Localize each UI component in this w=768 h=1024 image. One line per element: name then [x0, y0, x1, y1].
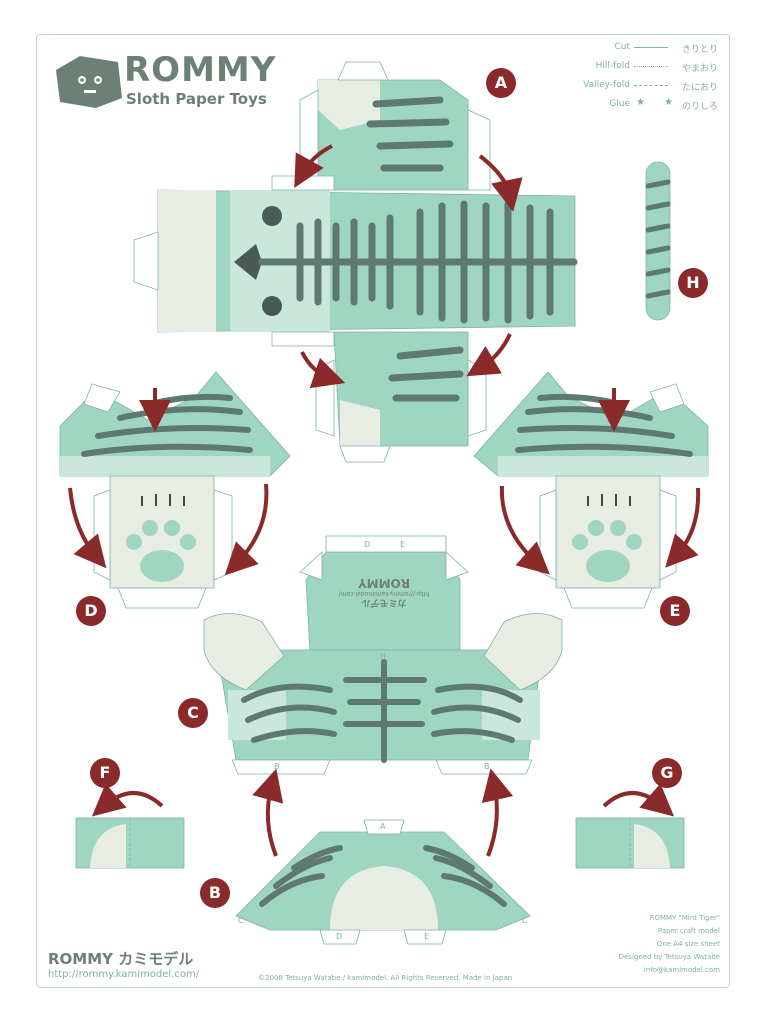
fold-legend: Cut きりとり Hill-fold やまおり Valley-fold たにおり… — [560, 42, 726, 118]
fold-arrows-d — [68, 388, 269, 576]
tab-letter-h1: H — [380, 652, 387, 661]
part-c-print-url: http://rommy.kamimodel.com/ — [338, 590, 430, 597]
fold-arrows-a — [294, 144, 523, 389]
part-e-arm — [473, 371, 709, 609]
part-f-ear — [75, 817, 185, 869]
tab-letter-d1: D — [336, 932, 343, 941]
part-label-a: A — [486, 68, 516, 98]
credit-line: info@kamimodel.com — [643, 966, 720, 974]
credit-line: Paper craft model — [657, 927, 720, 935]
sloth-logo-icon — [52, 52, 124, 110]
part-label-h: H — [678, 268, 708, 298]
legend-cut-jp: きりとり — [682, 45, 719, 55]
credits-block: ROMMY "Mint Tiger" Paper craft model One… — [560, 912, 720, 977]
part-label-g: G — [652, 758, 682, 788]
legend-glue-jp: のりしろ — [682, 102, 719, 112]
legend-hill-label: Hill-fold — [595, 61, 630, 71]
tab-letter-a1: A — [380, 822, 386, 831]
tab-letter-d2: D — [364, 540, 371, 549]
part-label-f: F — [90, 758, 120, 788]
fold-arrows-b — [252, 768, 514, 857]
fold-arrow-g — [602, 783, 675, 817]
part-label-d: D — [76, 596, 106, 626]
legend-hill-fold: Hill-fold やまおり — [560, 61, 726, 80]
dotted-line-icon — [634, 66, 668, 67]
part-d-arm — [59, 371, 291, 609]
brand-subtitle: Sloth Paper Toys — [126, 90, 267, 108]
part-g-ear — [575, 817, 685, 869]
part-c-print: カミモデル http://rommy.kamimodel.com/ ROMMY — [318, 576, 450, 610]
part-a-body — [133, 61, 578, 463]
fold-arrows-e — [499, 388, 701, 575]
legend-glue: Glue ★ ★ のりしろ — [560, 97, 726, 118]
footer-brand: ROMMY カミモデル — [48, 950, 194, 968]
part-label-b: B — [200, 878, 230, 908]
fold-arrow-f — [91, 783, 164, 817]
brand-title: ROMMY — [124, 50, 277, 90]
footer-url: http://rommy.kamimodel.com/ — [48, 969, 200, 980]
legend-cut: Cut きりとり — [560, 42, 726, 61]
credit-line: One A4 size sheet — [656, 940, 720, 948]
star-glue-icon: ★ ★ — [636, 97, 682, 108]
copyright-text: ©2008 Tetsuya Watabe / kamimodel. All Ri… — [258, 974, 513, 982]
tab-letter-e2: E — [400, 540, 406, 549]
part-b-bottom — [235, 819, 531, 945]
legend-hill-jp: やまおり — [682, 64, 719, 74]
sheet-border — [36, 34, 730, 988]
tab-letter-c2: C — [522, 916, 528, 925]
legend-valley-label: Valley-fold — [583, 80, 630, 90]
legend-valley-jp: たにおり — [682, 83, 719, 93]
part-h-tail — [645, 161, 671, 321]
dashed-line-icon — [634, 85, 668, 86]
tab-letter-b1: B — [274, 762, 280, 771]
legend-valley-fold: Valley-fold たにおり — [560, 80, 726, 99]
tab-letter-c1: C — [238, 916, 244, 925]
part-c-lower-body — [203, 535, 563, 775]
solid-line-icon — [634, 47, 668, 48]
part-c-print-jp: カミモデル — [361, 597, 407, 607]
credit-line: Designed by Tetsuya Watabe — [618, 953, 720, 961]
credit-line: ROMMY "Mint Tiger" — [649, 914, 720, 922]
part-label-c: C — [178, 698, 208, 728]
tab-letter-e1: E — [424, 932, 430, 941]
legend-cut-label: Cut — [614, 42, 630, 52]
part-label-e: E — [660, 596, 690, 626]
part-c-print-brand: ROMMY — [358, 576, 411, 590]
legend-glue-label: Glue — [609, 99, 630, 109]
tab-letter-b2: B — [484, 762, 490, 771]
